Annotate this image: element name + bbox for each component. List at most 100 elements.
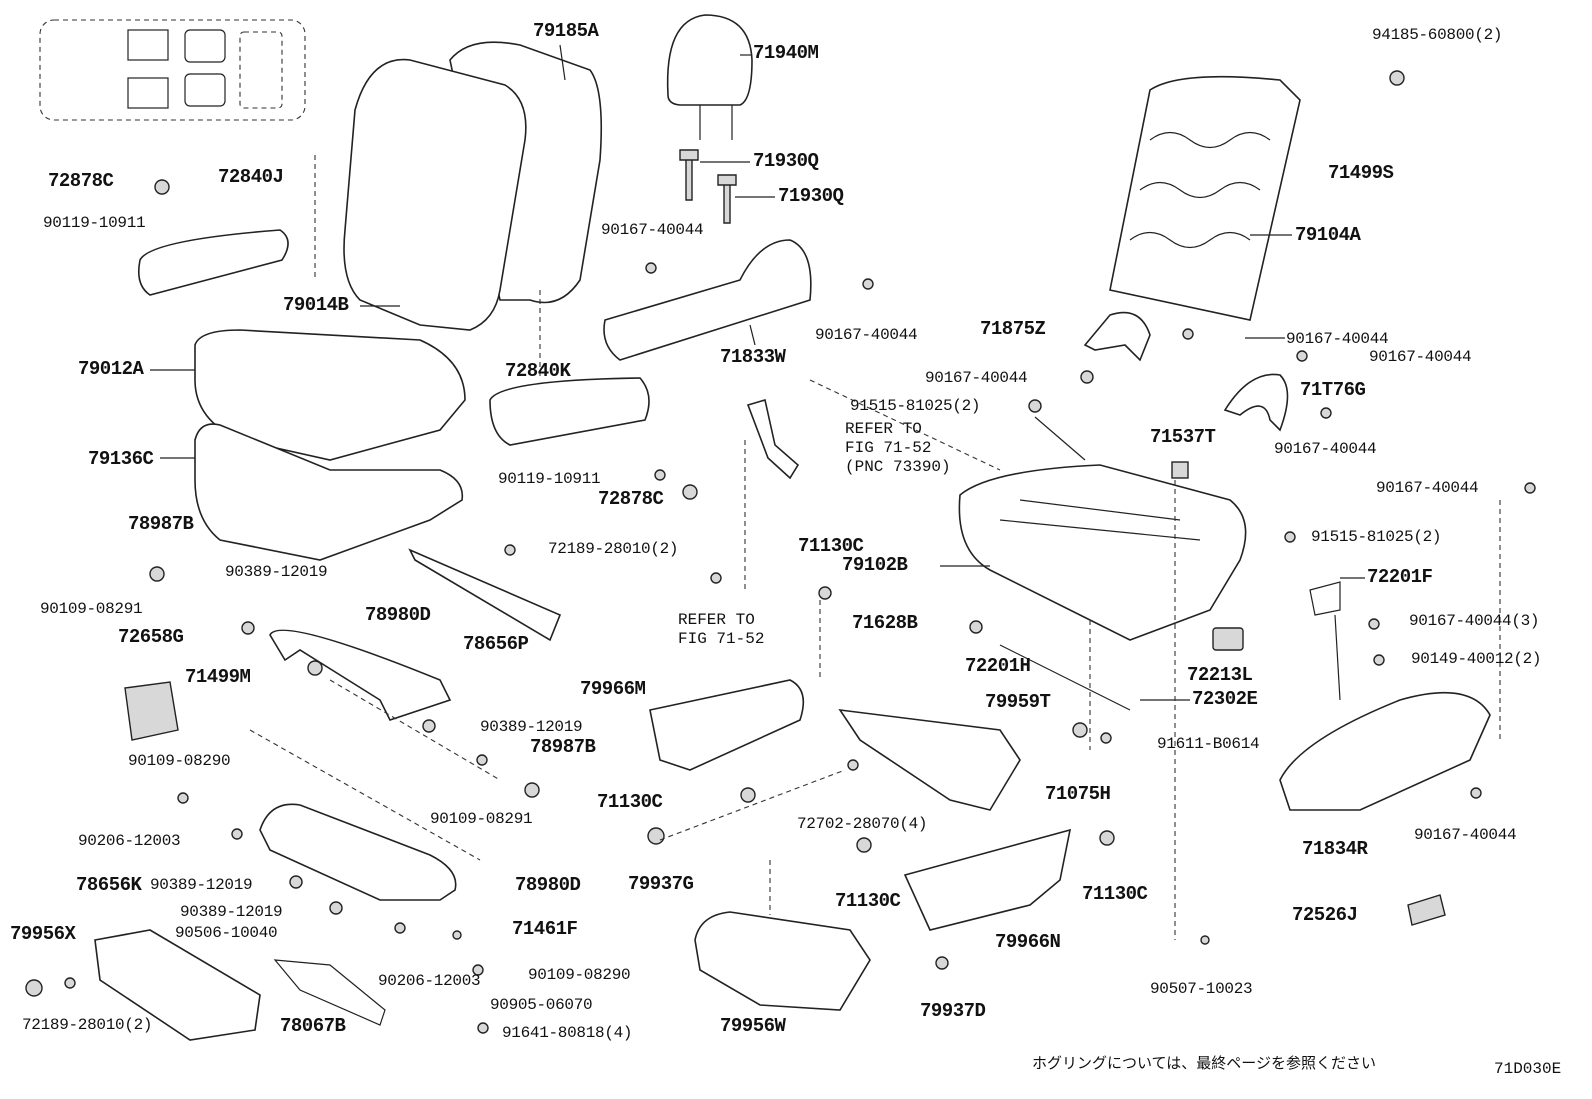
- part-number-label[interactable]: 90167-40044: [1274, 440, 1377, 458]
- part-number-label[interactable]: 90389-12019: [150, 876, 253, 894]
- part-number-label[interactable]: 90167-40044: [1369, 348, 1472, 366]
- part-number-label[interactable]: 79937D: [920, 1000, 986, 1022]
- part-number-label[interactable]: 71T76G: [1300, 379, 1366, 401]
- part-number-label[interactable]: 78656K: [76, 874, 142, 896]
- part-number-label[interactable]: 91611-B0614: [1157, 735, 1260, 753]
- part-number-label[interactable]: 71130C: [597, 791, 663, 813]
- seat-cushion: [194, 329, 466, 561]
- hinge-cover-71t76g: [1223, 373, 1289, 432]
- leader-lines: [150, 44, 1501, 940]
- hinge-cover-71875z: [1083, 311, 1151, 362]
- part-number-label[interactable]: 72702-28070(4): [797, 815, 928, 833]
- part-number-label[interactable]: 72878C: [48, 170, 114, 192]
- part-number-label[interactable]: 78980D: [515, 874, 581, 896]
- part-number-label[interactable]: 71833W: [720, 346, 786, 368]
- part-number-label[interactable]: 91515-81025(2): [1311, 528, 1442, 546]
- seat-back: [343, 41, 602, 331]
- part-number-label[interactable]: 91641-80818(4): [502, 1024, 633, 1042]
- part-number-label[interactable]: 90167-40044: [1376, 479, 1479, 497]
- part-number-label[interactable]: 71875Z: [980, 318, 1046, 340]
- side-shield-71834r: [1279, 691, 1491, 811]
- part-number-label[interactable]: 71930Q: [778, 185, 844, 207]
- part-number-label[interactable]: 71499M: [185, 666, 251, 688]
- rod-72201h: [999, 644, 1131, 711]
- part-number-label[interactable]: 79136C: [88, 448, 154, 470]
- part-number-label[interactable]: 72658G: [118, 626, 184, 648]
- part-number-label[interactable]: 78980D: [365, 604, 431, 626]
- under-cover-79959t: [838, 708, 1021, 811]
- part-number-label[interactable]: 78067B: [280, 1015, 346, 1037]
- refer-note-fig-71-52-pnc: REFER TO FIG 71-52 (PNC 73390): [845, 420, 951, 476]
- part-number-label[interactable]: 90167-40044: [1414, 826, 1517, 844]
- part-number-label[interactable]: 71499S: [1328, 162, 1394, 184]
- side-cover-79966m: [649, 679, 805, 771]
- part-number-label[interactable]: 71130C: [1082, 883, 1148, 905]
- seat-back-frame: [1109, 75, 1301, 321]
- part-number-label[interactable]: 90167-40044(3): [1409, 612, 1540, 630]
- part-number-label[interactable]: 94185-60800(2): [1372, 26, 1503, 44]
- part-number-label[interactable]: 71130C: [835, 890, 901, 912]
- footer-note: ホグリングについては、最終ページを参照ください: [1032, 1054, 1376, 1072]
- part-number-label[interactable]: 72201F: [1367, 566, 1433, 588]
- part-number-label[interactable]: 79937G: [628, 873, 694, 895]
- part-number-label[interactable]: 90119-10911: [498, 470, 601, 488]
- part-number-label[interactable]: 79104A: [1295, 224, 1361, 246]
- armrest-cover-72840j: [137, 229, 289, 296]
- part-number-label[interactable]: 90389-12019: [480, 718, 583, 736]
- part-number-label[interactable]: 78987B: [128, 513, 194, 535]
- part-number-label[interactable]: 71930Q: [753, 150, 819, 172]
- part-number-label[interactable]: 72189-28010(2): [22, 1016, 153, 1034]
- part-number-label[interactable]: 72201H: [965, 655, 1031, 677]
- part-number-label[interactable]: 71940M: [753, 42, 819, 64]
- part-number-label[interactable]: 79956X: [10, 923, 76, 945]
- part-number-label[interactable]: 79012A: [78, 358, 144, 380]
- part-number-label[interactable]: 72840K: [505, 360, 571, 382]
- part-number-label[interactable]: 90167-40044: [925, 369, 1028, 387]
- part-number-label[interactable]: 79185A: [533, 20, 599, 42]
- part-number-label[interactable]: 79966M: [580, 678, 646, 700]
- part-number-label[interactable]: 72213L: [1187, 664, 1253, 686]
- part-number-label[interactable]: 90109-08291: [40, 600, 143, 618]
- part-number-label[interactable]: 79959T: [985, 691, 1051, 713]
- part-number-label[interactable]: 78987B: [530, 736, 596, 758]
- part-number-label[interactable]: 90119-10911: [43, 214, 146, 232]
- part-number-label[interactable]: 90206-12003: [78, 832, 181, 850]
- part-number-label[interactable]: 72878C: [598, 488, 664, 510]
- part-number-label[interactable]: 71130C: [798, 535, 864, 557]
- diagram-code: 71D030E: [1494, 1060, 1562, 1078]
- part-number-label[interactable]: 79966N: [995, 931, 1061, 953]
- part-number-label[interactable]: 90149-40012(2): [1411, 650, 1542, 668]
- part-number-label[interactable]: 72526J: [1292, 904, 1358, 926]
- part-number-label[interactable]: 90109-08291: [430, 810, 533, 828]
- headrest: [666, 14, 753, 224]
- part-number-label[interactable]: 90167-40044: [601, 221, 704, 239]
- part-number-label[interactable]: 90389-12019: [225, 563, 328, 581]
- part-number-label[interactable]: 72189-28010(2): [548, 540, 679, 558]
- bracket-78656p: [408, 548, 562, 642]
- part-number-label[interactable]: 91515-81025(2): [850, 397, 981, 415]
- part-number-label[interactable]: 90506-10040: [175, 924, 278, 942]
- part-number-label[interactable]: 78656P: [463, 633, 529, 655]
- part-number-label[interactable]: 71075H: [1045, 783, 1111, 805]
- part-number-label[interactable]: 79956W: [720, 1015, 786, 1037]
- side-cover-79966n: [903, 828, 1072, 931]
- part-number-label[interactable]: 71628B: [852, 612, 918, 634]
- part-number-label[interactable]: 90206-12003: [378, 972, 481, 990]
- part-number-label[interactable]: 90109-08290: [128, 752, 231, 770]
- part-number-label[interactable]: 71537T: [1150, 426, 1216, 448]
- part-number-label[interactable]: 79102B: [842, 554, 908, 576]
- knob-72213l: [1212, 627, 1244, 651]
- part-number-label[interactable]: 90389-12019: [180, 903, 283, 921]
- part-number-label[interactable]: 90109-08290: [528, 966, 631, 984]
- part-number-label[interactable]: 90507-10023: [1150, 980, 1253, 998]
- part-number-label[interactable]: 72302E: [1192, 688, 1258, 710]
- part-number-label[interactable]: 90905-06070: [490, 996, 593, 1014]
- part-number-label[interactable]: 79014B: [283, 294, 349, 316]
- part-number-label[interactable]: 90167-40044: [815, 326, 918, 344]
- part-number-label[interactable]: 72840J: [218, 166, 284, 188]
- part-number-label[interactable]: 90167-40044: [1286, 330, 1389, 348]
- part-number-label[interactable]: 71461F: [512, 918, 578, 940]
- cover-78656k: [94, 929, 261, 1041]
- part-number-label[interactable]: 71834R: [1302, 838, 1368, 860]
